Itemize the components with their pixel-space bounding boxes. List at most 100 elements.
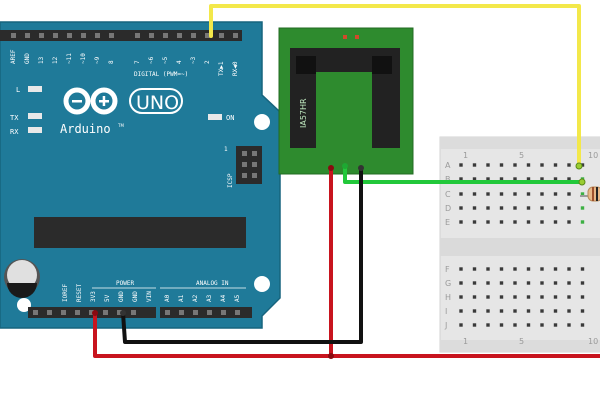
- breadboard-hole: [486, 206, 490, 210]
- breadboard-hole: [580, 295, 585, 299]
- breadboard-hole: [553, 220, 558, 224]
- red-wire-junction: [328, 353, 334, 359]
- breadboard-hole: [580, 163, 585, 167]
- pin-label-aref: AREF: [10, 49, 17, 64]
- icsp-pin: [242, 151, 247, 156]
- breadboard-hole: [526, 192, 531, 196]
- wires: [93, 4, 600, 358]
- breadboard-hole: [459, 163, 463, 167]
- breadboard-hole: [499, 295, 504, 299]
- wire-red-5v: [93, 311, 600, 358]
- icsp-pin: [242, 162, 247, 167]
- breadboard-hole: [526, 309, 531, 313]
- header-pin: [89, 310, 94, 315]
- bb-row-label-h: H: [445, 293, 451, 302]
- breadboard-hole: [486, 309, 490, 313]
- pin-label-2: 2: [204, 60, 211, 64]
- breadboard-hole: [472, 281, 477, 285]
- breadboard-hole: [553, 163, 558, 167]
- breadboard-hole: [472, 192, 477, 196]
- pin-label-gnd-1: GND: [118, 291, 125, 302]
- header-pin: [221, 310, 226, 315]
- breadboard-hole: [499, 323, 504, 327]
- breadboard-hole: [540, 206, 544, 210]
- breadboard-hole: [553, 309, 558, 313]
- led-tx-label: TX: [10, 114, 19, 122]
- bb-row-label-f: F: [445, 265, 450, 274]
- breadboard-hole: [486, 323, 490, 327]
- breadboard-hole: [540, 192, 544, 196]
- bb-row-label-d: D: [445, 204, 451, 213]
- breadboard-hole: [567, 163, 571, 167]
- pin-label-a4: A4: [220, 294, 227, 302]
- brand-name: Arduino: [60, 122, 111, 136]
- breadboard-hole: [580, 309, 585, 313]
- bb-row-label-i: I: [445, 307, 447, 316]
- bb-row-label-j: J: [444, 321, 447, 330]
- icsp-pins: [242, 151, 257, 178]
- header-pin: [219, 33, 224, 38]
- breadboard-hole: [540, 177, 544, 181]
- breadboard-hole: [526, 177, 531, 181]
- pin-label-5: ~5: [162, 56, 169, 64]
- pin-label-a3: A3: [206, 294, 213, 302]
- header-pin: [163, 33, 168, 38]
- sensor-pin-2: [328, 165, 334, 171]
- breadboard-hole: [459, 323, 463, 327]
- breadboard-hole: [540, 163, 544, 167]
- breadboard-hole: [513, 177, 517, 181]
- mounting-hole: [254, 276, 270, 292]
- breadboard-holes: [459, 163, 585, 327]
- header-pin: [233, 33, 238, 38]
- breadboard-hole: [526, 281, 531, 285]
- breadboard-hole: [513, 192, 517, 196]
- breadboard-hole: [499, 281, 504, 285]
- breadboard-column-labels-top: 1 5 10: [463, 151, 598, 160]
- bb-row-label-a: A: [445, 161, 451, 170]
- pin-label-6: ~6: [148, 56, 155, 64]
- led-on-label: ON: [226, 114, 234, 122]
- breadboard-hole: [580, 206, 585, 210]
- breadboard-hole: [513, 206, 517, 210]
- digital-pwm-label: DIGITAL (PWM=~): [134, 71, 188, 78]
- sensor-part-label: IA57HR: [299, 98, 308, 128]
- header-pin: [131, 310, 136, 315]
- pin-label-ioref: IOREF: [62, 284, 69, 302]
- breadboard-hole: [553, 323, 558, 327]
- breadboard-column-labels-bottom: 1 5 10: [463, 337, 598, 346]
- breadboard-hole: [513, 295, 517, 299]
- breadboard-hole: [513, 281, 517, 285]
- breadboard-hole: [567, 192, 571, 196]
- breadboard-hole: [567, 177, 571, 181]
- breadboard-hole: [472, 163, 477, 167]
- pin-label-13: 13: [38, 56, 45, 64]
- header-pin: [11, 33, 16, 38]
- breadboard-hole: [580, 323, 585, 327]
- icsp-pin: [252, 162, 257, 167]
- breadboard-hole: [499, 192, 504, 196]
- header-pin: [109, 33, 114, 38]
- pin-label-a0: A0: [164, 294, 171, 302]
- led-tx: [28, 113, 42, 119]
- analog-in-label: ANALOG IN: [196, 280, 229, 287]
- breadboard-hole: [513, 220, 517, 224]
- header-pin: [75, 310, 80, 315]
- green-wire-end: [578, 178, 586, 186]
- header-pin: [177, 33, 182, 38]
- breadboard-hole: [567, 309, 571, 313]
- breadboard-hole: [486, 177, 490, 181]
- bb-col-label-10-bottom: 10: [588, 337, 598, 346]
- breadboard-hole: [459, 267, 463, 271]
- breadboard-hole: [540, 309, 544, 313]
- breadboard-hole: [540, 295, 544, 299]
- breadboard-hole: [526, 295, 531, 299]
- wire-green-signal: [343, 164, 584, 184]
- led-rx-label: RX: [10, 128, 19, 136]
- breadboard-hole: [472, 206, 477, 210]
- header-pin: [135, 33, 140, 38]
- bb-row-label-b: B: [445, 175, 451, 184]
- breadboard-hole: [486, 295, 490, 299]
- pin-label-gnd-2: GND: [132, 291, 139, 302]
- arduino-gnd-pin-end: [120, 310, 126, 316]
- breadboard-hole: [526, 163, 531, 167]
